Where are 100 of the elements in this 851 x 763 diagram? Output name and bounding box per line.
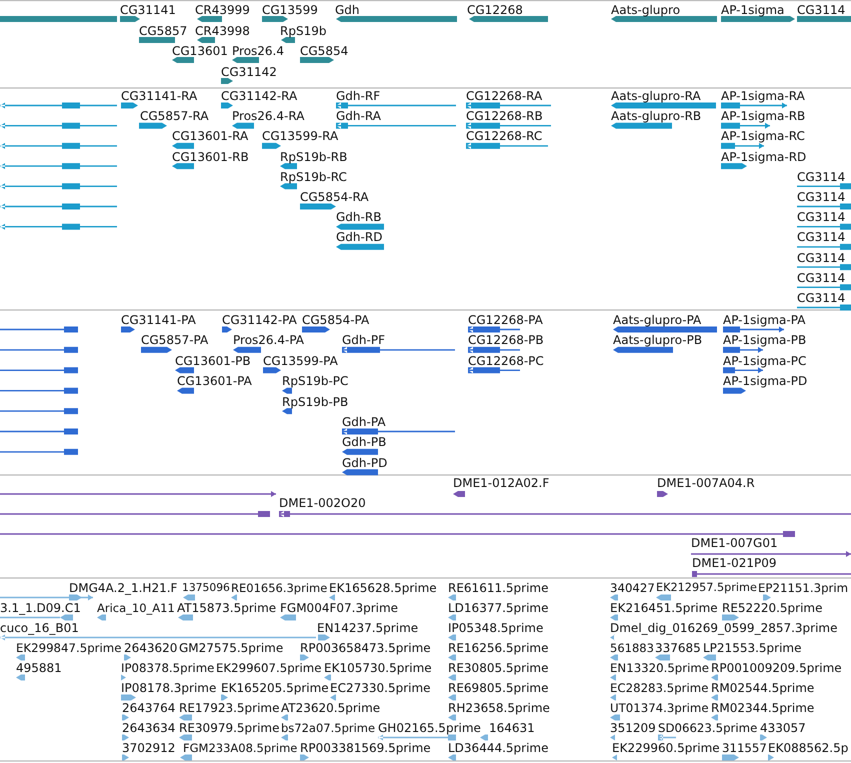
feature-label: CG3114	[797, 210, 846, 224]
feature-label: RM02544.5prime	[711, 681, 814, 695]
feature-label: RE17923.5prime	[179, 701, 280, 715]
feature-label: 3702912	[122, 741, 176, 755]
feature-label: Aats-glupro-RB	[611, 109, 702, 124]
feature-label: 337685	[655, 641, 701, 655]
feature-label: CG5857	[139, 24, 188, 38]
feature-label: RM02344.5prime	[711, 701, 814, 715]
feature-label: Gdh-PA	[342, 415, 386, 429]
feature-label: DME1-012A02.F	[453, 476, 550, 490]
feature-label: CG13599-RA	[262, 129, 338, 144]
feature-label: Gdh-RF	[336, 89, 380, 103]
feature-label: EC28283.5prime	[610, 681, 708, 695]
feature-label: AP-1sigma-RC	[721, 129, 805, 144]
feature-label: CG3114	[797, 230, 846, 244]
feature-label: EK165205.5prime	[221, 681, 329, 695]
feature-label: AP-1sigma	[721, 3, 784, 17]
feature-label: LD36444.5prime	[448, 741, 549, 755]
feature-label: IP05348.5prime	[448, 621, 544, 635]
feature-label: Pros26.4-RA	[232, 109, 304, 124]
feature-label: CG31142	[221, 65, 277, 79]
feature-label: IP08178.3prime	[121, 681, 216, 695]
feature-label: 2643764	[122, 701, 176, 715]
feature-label: Aats-glupro-PA	[613, 313, 702, 327]
feature-label: AP-1sigma-RD	[721, 150, 806, 164]
feature-label: EK299607.5prime	[216, 661, 322, 675]
feature-label: RE01656.3prime	[231, 581, 328, 595]
feature-label: EP21151.3prim	[758, 581, 848, 595]
feature-label: 2643634	[122, 721, 176, 735]
feature-label: CG13599	[262, 3, 318, 17]
feature-label: CG5857-PA	[141, 333, 208, 348]
feature-label: AP-1sigma-RA	[721, 89, 805, 103]
feature-label: CG3114	[797, 3, 846, 17]
feature-label: RpS19b	[280, 24, 326, 38]
feature-label: CG12268-PB	[468, 333, 544, 348]
feature-label: AT15873.5prime	[177, 601, 276, 615]
feature-label: DME1-007A04.R	[657, 476, 755, 490]
feature-label: EK105730.5prime	[324, 661, 432, 675]
feature-label: LD16377.5prime	[448, 601, 549, 615]
feature-label: CG13601-PA	[177, 374, 252, 388]
feature-label: Aats-glupro-PB	[613, 333, 702, 348]
feature-label: 495881	[16, 661, 62, 675]
feature-label: CG12268-RC	[466, 129, 542, 144]
feature-label: Gdh-RA	[336, 109, 381, 124]
feature-label: CG31141-PA	[121, 313, 196, 327]
feature-label: RpS19b-PB	[282, 394, 348, 409]
feature-label: RE30979.5prime	[179, 721, 280, 735]
feature-label: RE61611.5prime	[448, 581, 548, 595]
feature-label: RE52220.5prime	[722, 601, 822, 615]
feature-label: AP-1sigma-RB	[721, 109, 806, 124]
feature-label: Dmel_dig_016269_0599_2857.3prime	[610, 621, 838, 635]
feature-label: CG31141-RA	[121, 89, 198, 103]
feature-label: RE16256.5prime	[448, 641, 548, 655]
feature-label: CG3114	[797, 250, 846, 265]
feature-label: RE30805.5prime	[448, 661, 548, 675]
feature-label: CG5854-PA	[302, 313, 370, 327]
feature-label: FGM233A08.5prime	[183, 741, 298, 755]
feature-label: CG31141	[120, 3, 176, 17]
feature-label: CG12268	[467, 3, 523, 17]
feature-label: Aats-glupro-RA	[611, 89, 701, 103]
feature-label: EK216451.5prime	[610, 601, 718, 615]
feature-label: Gdh-PD	[342, 456, 388, 470]
feature-label: DME1-002O20	[279, 496, 366, 510]
feature-label: EK212957.5prime	[656, 581, 757, 595]
feature-label: 433057	[760, 721, 806, 735]
feature-label: RP003381569.5prime	[300, 741, 431, 755]
feature-label: bs72a07.5prime	[281, 721, 376, 735]
feature-label: Gdh-PB	[342, 435, 386, 450]
feature-label: EK165628.5prime	[329, 581, 437, 595]
feature-label: Arica_10_A11	[97, 601, 175, 615]
feature-label: 2643620	[124, 641, 178, 655]
feature-label: CG13601-PB	[175, 354, 251, 368]
feature-label: CG31142-RA	[221, 89, 298, 103]
feature-label: 1375096	[182, 581, 230, 595]
feature-label: CG3114	[797, 291, 846, 305]
feature-label: EK229960.5prime	[612, 741, 720, 755]
feature-label: Gdh-RB	[336, 210, 382, 224]
feature-label: CG3114	[797, 170, 846, 184]
feature-label: EK088562.5p	[768, 741, 848, 755]
feature-label: Pros26.4-PA	[233, 333, 304, 348]
feature-label: RH23658.5prime	[448, 701, 550, 715]
feature-label: FGM004F07.3prime	[280, 601, 398, 615]
feature-label: CG13601-RB	[172, 150, 249, 164]
feature-label: CG12268-RA	[466, 89, 542, 103]
feature-label: AP-1sigma-PB	[723, 333, 806, 348]
feature-label: RpS19b-PC	[282, 374, 348, 388]
feature-label: CG12268-PC	[468, 354, 544, 368]
feature-label: 561883	[610, 641, 654, 655]
feature-label: EN14237.5prime	[317, 621, 418, 635]
feature-label: Gdh-PF	[342, 333, 385, 348]
feature-label: cuco_16_B01	[0, 621, 79, 635]
feature-label: AP-1sigma-PA	[723, 313, 806, 327]
feature-label: DME1-007G01	[691, 536, 778, 550]
feature-label: CR43998	[195, 24, 250, 38]
feature-label: Gdh-RD	[336, 230, 382, 244]
feature-label: IP08378.5prime	[121, 661, 214, 675]
feature-label: CG3114	[797, 270, 846, 285]
feature-label: Aats-glupro	[611, 3, 680, 17]
feature-label: CG12268-PA	[468, 313, 543, 327]
feature-label: LP21553.5prime	[703, 641, 802, 655]
